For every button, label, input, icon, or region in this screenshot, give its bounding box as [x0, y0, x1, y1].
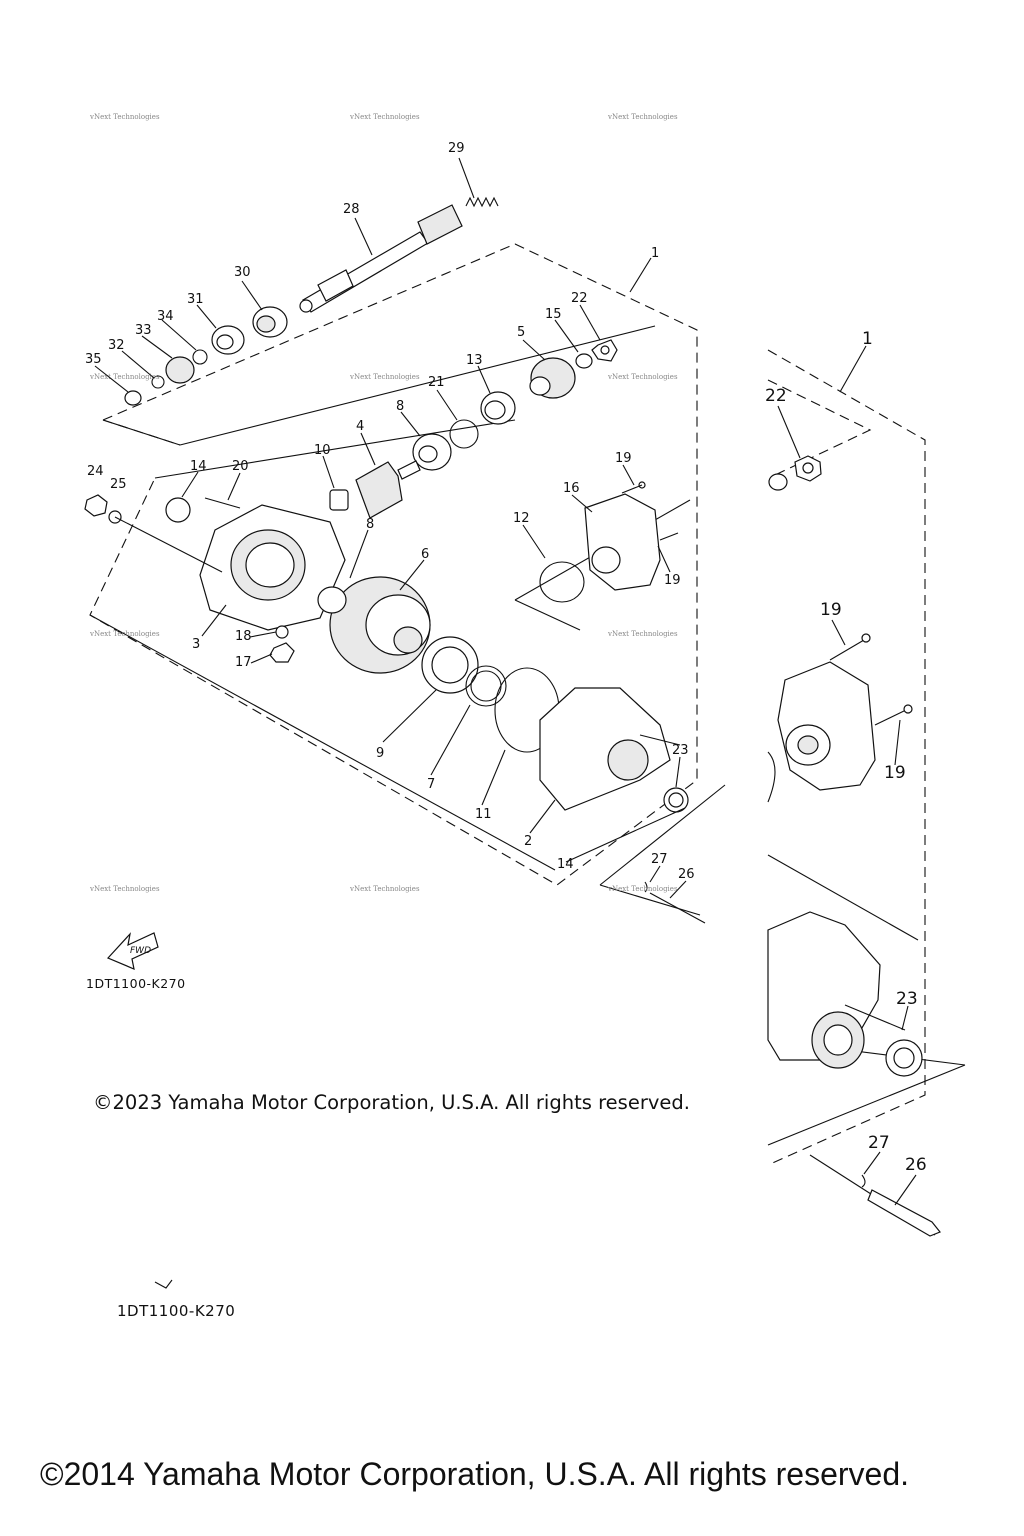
watermark: vNext Technologies — [607, 630, 678, 638]
watermark: vNext Technologies — [607, 885, 678, 893]
callout-26-zoom: 26 — [905, 1155, 927, 1175]
callout-16: 16 — [563, 481, 580, 496]
callout-13: 13 — [466, 353, 483, 368]
callout-1: 1 — [651, 246, 659, 261]
callout-6: 6 — [421, 547, 429, 562]
pin-zoom — [861, 1174, 941, 1237]
assembly-outline — [89, 243, 726, 916]
callout-2: 2 — [524, 834, 532, 849]
callout-28: 28 — [343, 202, 360, 217]
bearing-stack — [124, 306, 288, 406]
pinion-gear — [329, 460, 421, 519]
fwd-mark-fragment — [154, 1279, 173, 1289]
callout-35: 35 — [85, 352, 102, 367]
callout-19: 19 — [615, 451, 632, 466]
callout-18: 18 — [235, 629, 252, 644]
diagram-code: 1DT1100-K270 — [86, 976, 186, 991]
leader-lines — [94, 157, 917, 1206]
watermark: vNext Technologies — [607, 373, 678, 381]
watermark: vNext Technologies — [89, 373, 160, 381]
callout-19-zoom: 19 — [820, 600, 842, 620]
copyright-notice-bottom: ©2014 Yamaha Motor Corporation, U.S.A. A… — [40, 1456, 910, 1492]
diagram-code-large: 1DT1100-K270 — [117, 1302, 236, 1320]
bearing-and-seals — [421, 561, 585, 753]
watermark: vNext Technologies — [89, 630, 160, 638]
callout-8b: 8 — [366, 517, 374, 532]
watermark: vNext Technologies — [349, 373, 420, 381]
callout-23-zoom: 23 — [896, 989, 918, 1009]
callout-14b: 14 — [557, 857, 574, 872]
watermark: vNext Technologies — [349, 113, 420, 121]
callout-5: 5 — [517, 325, 525, 340]
callout-9: 9 — [376, 746, 384, 761]
callout-31: 31 — [187, 292, 204, 307]
watermark: vNext Technologies — [349, 885, 420, 893]
callout-1-zoom: 1 — [862, 329, 873, 349]
watermarks: vNext Technologies vNext Technologies vN… — [89, 113, 678, 893]
callout-20: 20 — [232, 459, 249, 474]
housing-rear — [539, 687, 689, 813]
callout-24: 24 — [87, 464, 104, 479]
callout-23: 23 — [672, 743, 689, 758]
callouts-zoom: 1 22 19 19 23 27 26 — [765, 329, 927, 1175]
callout-14: 14 — [190, 459, 207, 474]
callout-11: 11 — [475, 807, 492, 822]
callout-22: 22 — [571, 291, 588, 306]
callout-33: 33 — [135, 323, 152, 338]
housing-front — [165, 497, 346, 663]
actuator-zoom — [767, 633, 913, 803]
callout-19b-zoom: 19 — [884, 763, 906, 783]
callout-25: 25 — [110, 477, 127, 492]
callout-8: 8 — [396, 399, 404, 414]
callout-15: 15 — [545, 307, 562, 322]
callout-4: 4 — [356, 419, 364, 434]
callout-21: 21 — [428, 375, 445, 390]
housing-zoom — [767, 911, 923, 1077]
callout-17: 17 — [235, 655, 252, 670]
zoom-outline — [767, 349, 966, 1236]
copyright-notice-top: ©2023 Yamaha Motor Corporation, U.S.A. A… — [93, 1091, 690, 1114]
fwd-arrow-icon: FWD — [106, 932, 159, 970]
watermark: vNext Technologies — [89, 885, 160, 893]
callout-30: 30 — [234, 265, 251, 280]
callouts-main: 1 2 3 4 5 6 7 8 8 9 10 11 12 13 14 14 15… — [85, 141, 695, 882]
watermark: vNext Technologies — [607, 113, 678, 121]
nut-zoom — [768, 455, 822, 491]
watermark: vNext Technologies — [89, 113, 160, 121]
callout-34: 34 — [157, 309, 174, 324]
callout-32: 32 — [108, 338, 125, 353]
callout-26: 26 — [678, 867, 695, 882]
pin-small — [644, 881, 706, 924]
callout-3: 3 — [192, 637, 200, 652]
callout-27: 27 — [651, 852, 668, 867]
callout-10: 10 — [314, 443, 331, 458]
fwd-label: FWD — [130, 946, 151, 956]
callout-12: 12 — [513, 511, 530, 526]
drive-shaft — [299, 196, 499, 313]
pinion-parts — [412, 339, 618, 471]
nut-washer — [84, 494, 223, 573]
callout-29: 29 — [448, 141, 465, 156]
callout-27-zoom: 27 — [868, 1133, 890, 1153]
ring-gear — [317, 576, 431, 674]
callout-22-zoom: 22 — [765, 386, 787, 406]
spring — [465, 196, 499, 208]
callout-19b: 19 — [664, 573, 681, 588]
actuator-small — [584, 481, 679, 591]
callout-7: 7 — [427, 777, 435, 792]
